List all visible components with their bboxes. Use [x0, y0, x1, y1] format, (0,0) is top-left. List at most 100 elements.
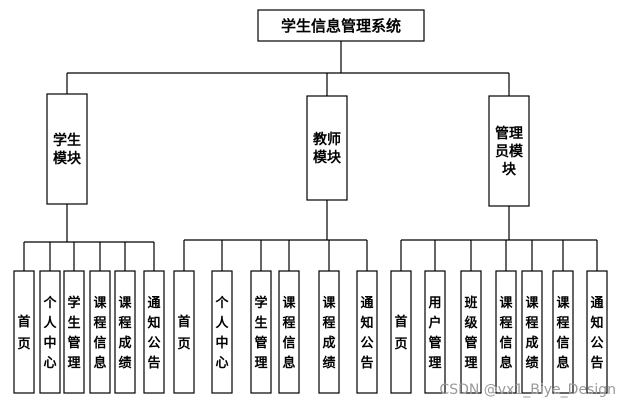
leaf-label-char: 信	[93, 335, 106, 351]
leaf-label-char: 管	[67, 335, 80, 351]
leaf-label-char: 管	[428, 335, 441, 351]
leaf-node: 首页	[390, 270, 412, 394]
module-label-line: 模块	[313, 149, 342, 166]
leaf-label-char: 程	[556, 316, 569, 331]
leaf-label-char: 中	[43, 335, 56, 351]
leaf-box	[13, 270, 35, 394]
leaf-label-char: 课	[118, 296, 132, 311]
module-label-line: 员模	[495, 143, 524, 160]
leaf-label-char: 理	[428, 356, 441, 371]
leaf-label-char: 人	[43, 315, 57, 331]
leaf-label-char: 息	[93, 355, 106, 371]
leaf-box	[552, 270, 574, 394]
leaf-label-char: 告	[360, 355, 373, 371]
module-box	[488, 95, 530, 207]
leaf-label-char: 知	[590, 315, 603, 331]
leaf-label-char: 中	[215, 335, 228, 351]
leaf-box	[521, 270, 543, 394]
modules: 学生模块首页个人中心学生管理课程信息课程成绩通知公告教师模块首页个人中心学生管理…	[13, 93, 608, 394]
leaf-label-char: 息	[499, 355, 512, 371]
leaf-label-char: 通	[360, 295, 373, 311]
leaf-label-char: 程	[525, 316, 538, 331]
leaf-label-char: 课	[556, 296, 570, 311]
leaf-label-char: 公	[147, 336, 160, 351]
leaf-label-char: 学	[67, 295, 80, 311]
leaf-label-char: 程	[118, 316, 131, 331]
leaf-label-char: 页	[394, 337, 407, 352]
leaf-label-char: 成	[322, 335, 335, 351]
watermark: CSDN @vx1_Biye_Design	[439, 382, 616, 398]
leaf-node: 首页	[13, 270, 35, 394]
leaf-label-char: 心	[43, 356, 56, 371]
leaf-label-char: 课	[322, 296, 336, 311]
leaf-node: 首页	[173, 270, 195, 394]
leaf-label-char: 公	[590, 336, 603, 351]
leaf-label-char: 生	[254, 315, 267, 331]
leaf-label-char: 用	[427, 296, 441, 311]
leaf-label-char: 绩	[322, 355, 335, 371]
leaf-label-char: 息	[556, 355, 569, 371]
leaf-label-char: 首	[394, 314, 407, 330]
leaf-box	[114, 270, 136, 394]
leaf-label-char: 生	[67, 315, 80, 331]
leaf-label-char: 绩	[118, 355, 131, 371]
leaf-box	[356, 270, 378, 394]
leaf-label-char: 户	[428, 315, 441, 331]
leaf-box	[424, 270, 446, 394]
leaf-label-char: 班	[464, 295, 477, 311]
leaf-box	[143, 270, 165, 394]
leaf-label-char: 理	[254, 356, 267, 371]
leaf-box	[250, 270, 272, 394]
leaf-label-char: 心	[215, 356, 228, 371]
leaf-box	[211, 270, 233, 394]
leaf-label-char: 成	[525, 335, 538, 351]
leaf-label-char: 理	[464, 356, 477, 371]
leaf-box	[173, 270, 195, 394]
leaf-box	[39, 270, 61, 394]
leaf-label-char: 信	[499, 335, 512, 351]
leaf-box	[586, 270, 608, 394]
leaf-label-char: 课	[525, 296, 539, 311]
root-label: 学生信息管理系统	[281, 17, 401, 35]
module-box	[46, 93, 88, 205]
leaf-label-char: 成	[118, 335, 131, 351]
leaf-label-char: 理	[67, 356, 80, 371]
module-label-line: 块	[502, 162, 517, 178]
leaf-label-char: 公	[360, 336, 373, 351]
leaf-label-char: 通	[590, 295, 603, 311]
leaf-label-char: 程	[282, 316, 295, 331]
leaf-box	[63, 270, 85, 394]
leaf-label-char: 绩	[525, 355, 538, 371]
module-label-line: 学生	[53, 132, 81, 149]
leaf-label-char: 程	[499, 316, 512, 331]
leaf-label-char: 息	[282, 355, 295, 371]
leaf-box	[318, 270, 340, 394]
leaf-label-char: 课	[93, 296, 107, 311]
leaf-label-char: 个	[42, 295, 57, 311]
leaf-label-char: 程	[322, 316, 335, 331]
leaf-label-char: 告	[147, 355, 160, 371]
leaf-label-char: 课	[282, 296, 296, 311]
module-label-line: 教师	[313, 131, 341, 148]
leaf-label-char: 课	[499, 296, 513, 311]
module-box	[306, 95, 348, 201]
leaf-box	[89, 270, 111, 394]
leaf-box	[495, 270, 517, 394]
leaf-label-char: 首	[177, 314, 190, 330]
root-node: 学生信息管理系统	[257, 9, 425, 42]
leaf-label-char: 通	[147, 295, 160, 311]
leaf-label-char: 知	[360, 315, 373, 331]
connector-lines	[23, 41, 598, 271]
leaf-label-char: 信	[556, 335, 569, 351]
